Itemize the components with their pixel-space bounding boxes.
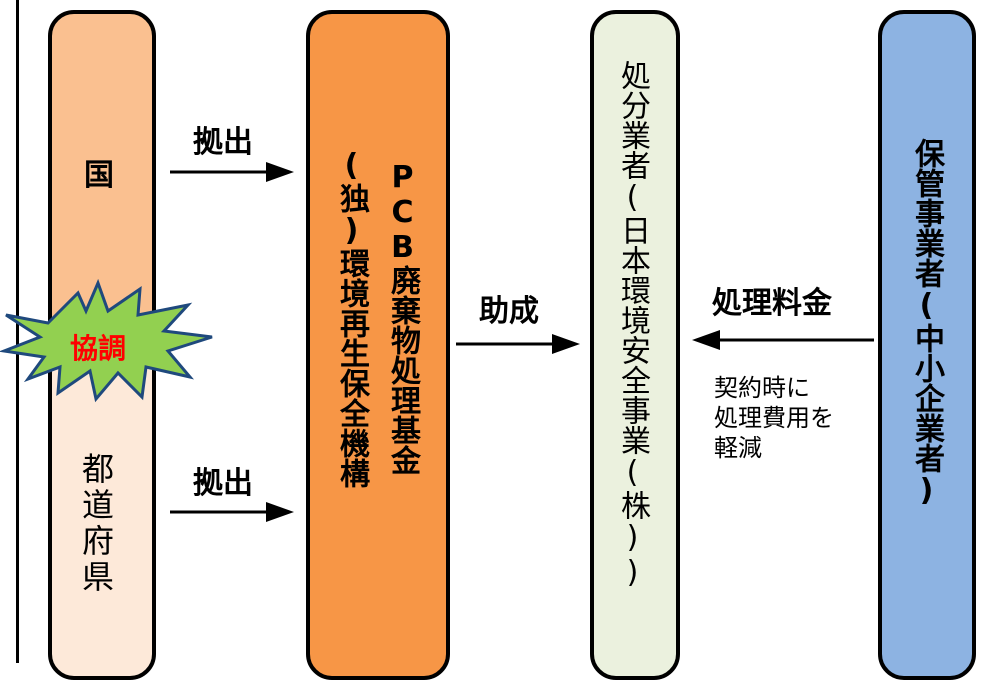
- fee-reduction-note-line1: 契約時に: [714, 374, 810, 402]
- burst-shape: [0, 278, 213, 403]
- prefecture-contribution-arrow: [170, 502, 294, 522]
- fee-reduction-note-line3: 軽減: [714, 434, 762, 462]
- processing-fee-arrow: [692, 330, 874, 350]
- left-border-line: [16, 0, 19, 663]
- national-contribution-label: 拠出: [193, 125, 253, 160]
- subsidy-arrow: [456, 334, 580, 354]
- fee-reduction-note-line2: 処理費用を: [714, 404, 834, 432]
- coordination-badge: 協調: [70, 332, 127, 365]
- processing-fee-label: 処理料金: [712, 286, 832, 321]
- disposer-label: 処分業者(日本環境安全事業(株)): [615, 60, 650, 590]
- prefecture-label: 都道府県: [77, 452, 115, 596]
- waste-holder-box: [878, 10, 976, 680]
- pcb-fund-box: [306, 10, 450, 680]
- national-contribution-arrow: [170, 162, 294, 182]
- national-government-label: 国: [84, 158, 114, 193]
- prefecture-contribution-label: 拠出: [193, 466, 253, 501]
- subsidy-label: 助成: [479, 294, 539, 329]
- waste-holder-label: 保管事業者(中小企業者): [909, 138, 944, 508]
- pcb-fund-name: PCB廃棄物処理基金: [385, 160, 420, 475]
- disposer-box: [590, 10, 680, 680]
- fund-administrator-name: (独)環境再生保全機構: [334, 148, 369, 488]
- coordination-burst: [0, 278, 213, 403]
- prefecture-box: [48, 340, 156, 680]
